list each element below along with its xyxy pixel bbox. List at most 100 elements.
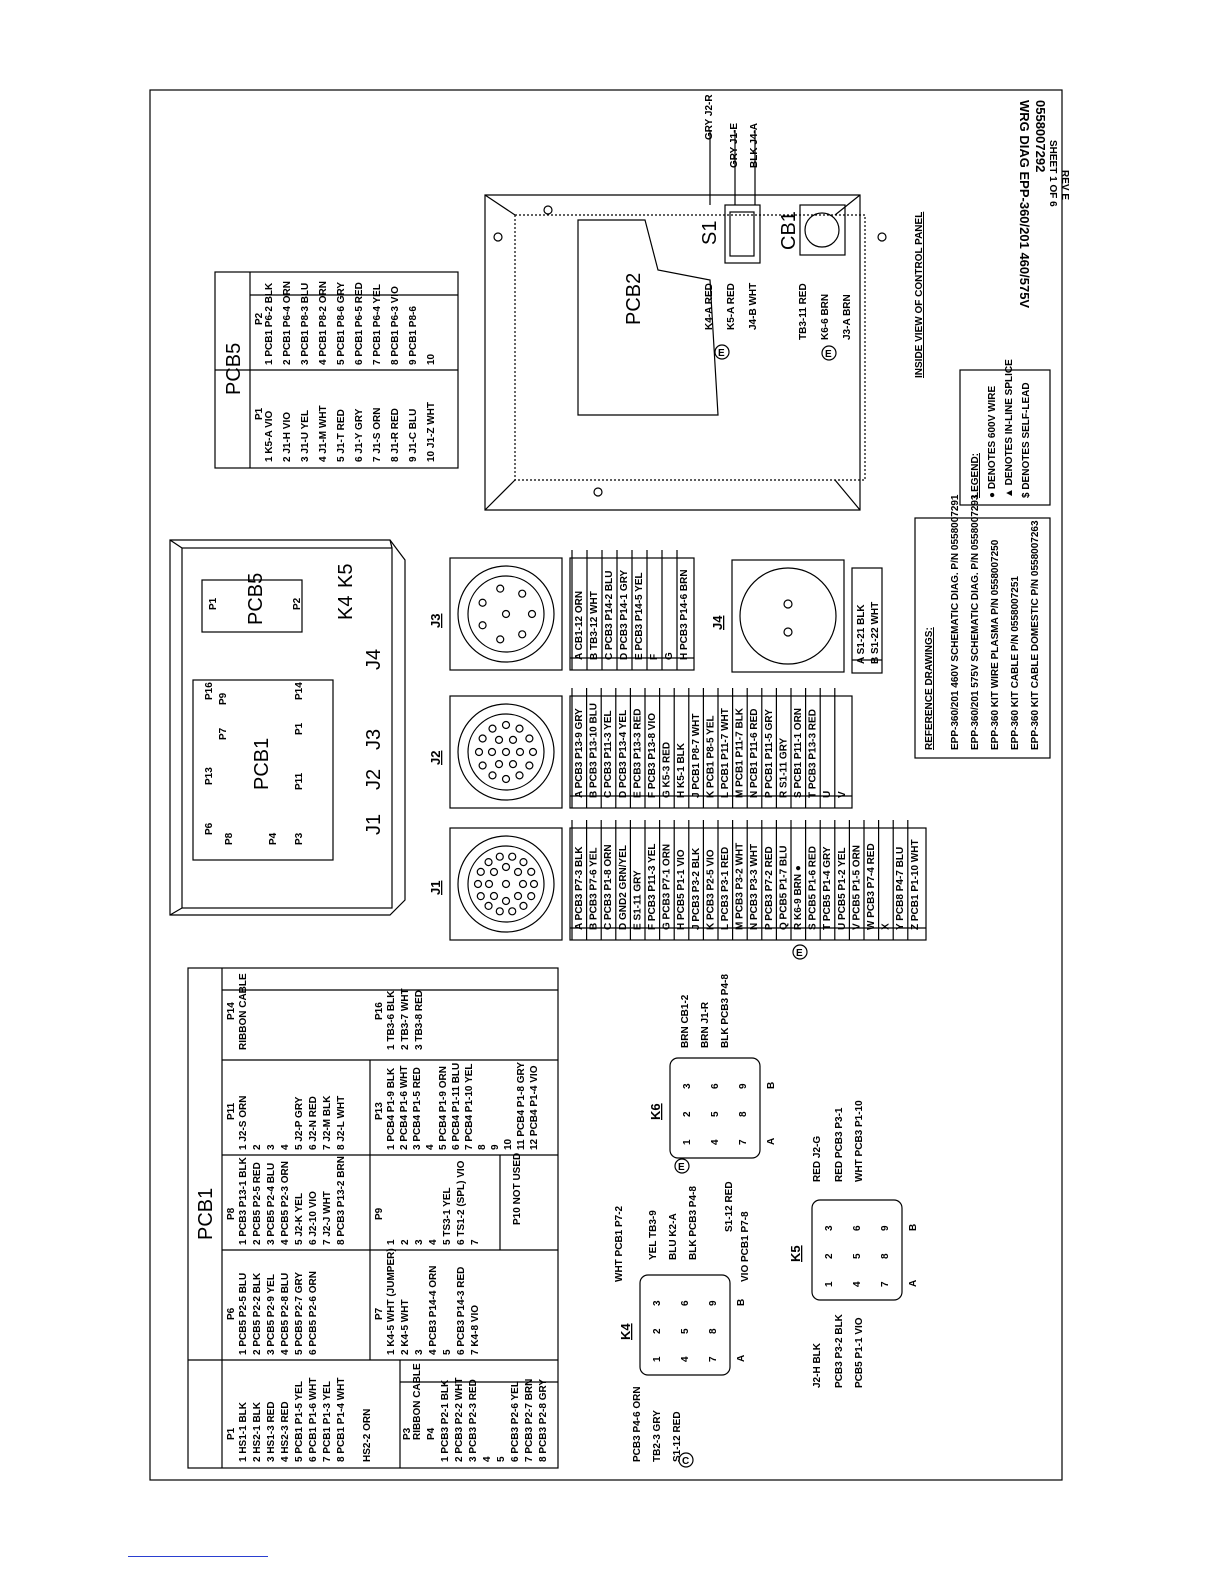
connector-pin [527,609,537,619]
connector-pin [484,901,493,910]
pcb1-p4-row: 7 PCB3 P2-7 BRN [524,1379,535,1462]
j3rows-row: D PCB3 P14-1 GRY [619,569,630,660]
connector-pin [513,891,523,901]
j2-box-label: J2 [363,769,385,790]
j3-box-label: J3 [363,729,385,750]
pcb1-header: P1 [226,1427,237,1440]
control-box-view: PCB1 PCB5 P1 P2 P16 P9 P7 P13 P6 P8 P4 P… [169,539,406,916]
connector-pin [513,867,523,877]
pcb1-p8-row: 6 J2-10 VIO [308,1191,319,1245]
pcb5-p1-row: 9 J1-C BLU [408,409,419,462]
pcb5-p2-row: 9 PCB1 P8-6 [408,306,419,365]
j1rows-row: E S1-11 GRY [632,870,643,930]
j2rows-row: G K5-3 RED [662,742,673,798]
marker-e-cb1 [821,345,837,361]
connector-pin [488,771,497,780]
relay-pin-number: 6 [680,1300,691,1306]
connector-pin [473,879,483,889]
connector-pin [525,734,534,743]
s1-switch [724,204,761,264]
connector-pin [518,589,527,598]
title-block: WRG DIAG EPP-360/201 460/575V 0558007292… [1017,100,1070,308]
connector-pin [478,734,487,743]
k4wires-label: BLU K2-A [668,1213,679,1260]
relay-pin-number: 1 [682,1139,693,1145]
pcb1-p9-row: 3 [414,1239,425,1245]
svg-text:E: E [825,349,832,360]
pcb1-p7-row: 2 K4-5 WHT [400,1299,411,1355]
relay-pin-number: 7 [738,1139,749,1145]
pcb1-header: P6 [226,1307,237,1320]
pcb1-p16-row: 2 TB3-7 WHT [400,988,411,1050]
title-line-3: SHEET 1 OF 6 [1047,140,1058,207]
pcb1-p1-row: 5 PCB1 P1-5 YEL [294,1381,305,1462]
k4-label: K4 [618,1323,633,1340]
j2rows-row: B PCB3 P13-10 BLU [589,703,600,798]
relay-pin-letter: B [908,1224,919,1231]
pcb1-p8-row: 1 PCB3 P13-1 BLK [238,1156,249,1245]
pcb5-board-label: PCB5 [245,573,267,625]
j1-box-label: J1 [363,814,385,835]
s1-wire-1: GRY J2-R [704,94,715,140]
connector-pin [501,609,511,619]
k5wires-label: PCB3 P3-2 BLK [834,1313,845,1388]
pcb1-p4-row: 3 PCB3 P2-3 RED [468,1379,479,1462]
pcb1-p9-row: 2 [400,1239,411,1245]
k5-label: K5 [788,1245,803,1262]
cb1-wire-3: J3-A BRN [842,294,853,340]
pcb1-p9-row: 1 [386,1239,397,1245]
pcb1-p9-row: 7 [470,1239,481,1245]
connector-pin [495,907,504,916]
k4wires-label: VIO PCB1 P7-8 [740,1211,751,1282]
j3rows-row: G [664,652,675,660]
connector-pin [501,747,511,757]
pcb5-table-title: PCB5 [223,343,245,395]
pcb5-p2-row: 2 PCB1 P6-4 ORN [282,281,293,365]
pcb1-p13-row: 7 PCB4 P1-10 YEL [464,1063,475,1150]
connector-pin [501,720,511,730]
j3rows-row: C PCB3 P14-2 BLU [604,571,615,660]
relay-pin-number: 6 [710,1083,721,1089]
relay-pin-number: 8 [708,1328,719,1334]
k4-box-label: K4 [335,596,357,620]
j2rows-row: A PCB3 P13-9 GRY [574,708,585,798]
pcb1-p13-row: 6 PCB4 P1-11 BLU [451,1063,462,1150]
connector-pin [529,879,539,889]
connector-pin [474,747,484,757]
pcb1-p13-row: 8 [477,1144,488,1150]
connector-pin [515,747,525,757]
j3-label: J3 [428,614,443,628]
pcb1-p6-row: 1 PCB5 P2-5 BLU [238,1273,249,1355]
k4wires-label: YEL TB3-9 [648,1210,659,1260]
connector-pin [508,735,518,744]
pcb1-p9-row: 5 TS3-1 YEL [442,1187,453,1245]
pcb1-p13-row: 9 [490,1144,501,1150]
pcb1-p4-row: 5 [496,1456,507,1462]
pcb5-p1-row: 6 J1-Y GRY [354,408,365,462]
pcb5-p1-row: 7 J1-S ORN [372,408,383,462]
sheet-border [149,89,1063,1481]
pcb1-p16-row: 3 TB3-8 RED [414,990,425,1050]
j3rows-row: B TB3-12 WHT [589,591,600,660]
svg-text:P4: P4 [268,832,279,845]
j1rows-row: J PCB3 P3-2 BLK [691,847,702,930]
pcb2-wire-labels: K4-A RED K5-A RED J4-B WHT E [704,283,759,360]
pcb5-p2-row: 7 PCB1 P6-4 YEL [372,284,383,365]
pcb1-p11-row: 6 J2-N RED [308,1096,319,1150]
connector-pin [488,724,497,733]
svg-text:E: E [678,1162,685,1173]
connector-pin [525,761,534,770]
legend-item-1: ● DENOTES 600V WIRE [987,385,998,498]
pcb1-p7-row: 6 PCB3 P14-3 RED [456,1267,467,1355]
j2rows-row: L PCB1 P11-7 WHT [720,708,731,798]
relay-pin-number: 4 [852,1281,863,1287]
relay-pin-number: 2 [652,1328,663,1334]
control-panel-inside-view: PCB2 S1 CB1 GRY J2-R GRY J1-E BLK J4-A K… [484,94,925,511]
reference-item-2: EPP-360/201 575V SCHEMATIC DIAG. P/N 055… [970,494,981,750]
pcb1-p11-row: 2 [252,1144,263,1150]
pcb1-p1-row: 6 PCB1 P1-6 WHT [308,1378,319,1462]
